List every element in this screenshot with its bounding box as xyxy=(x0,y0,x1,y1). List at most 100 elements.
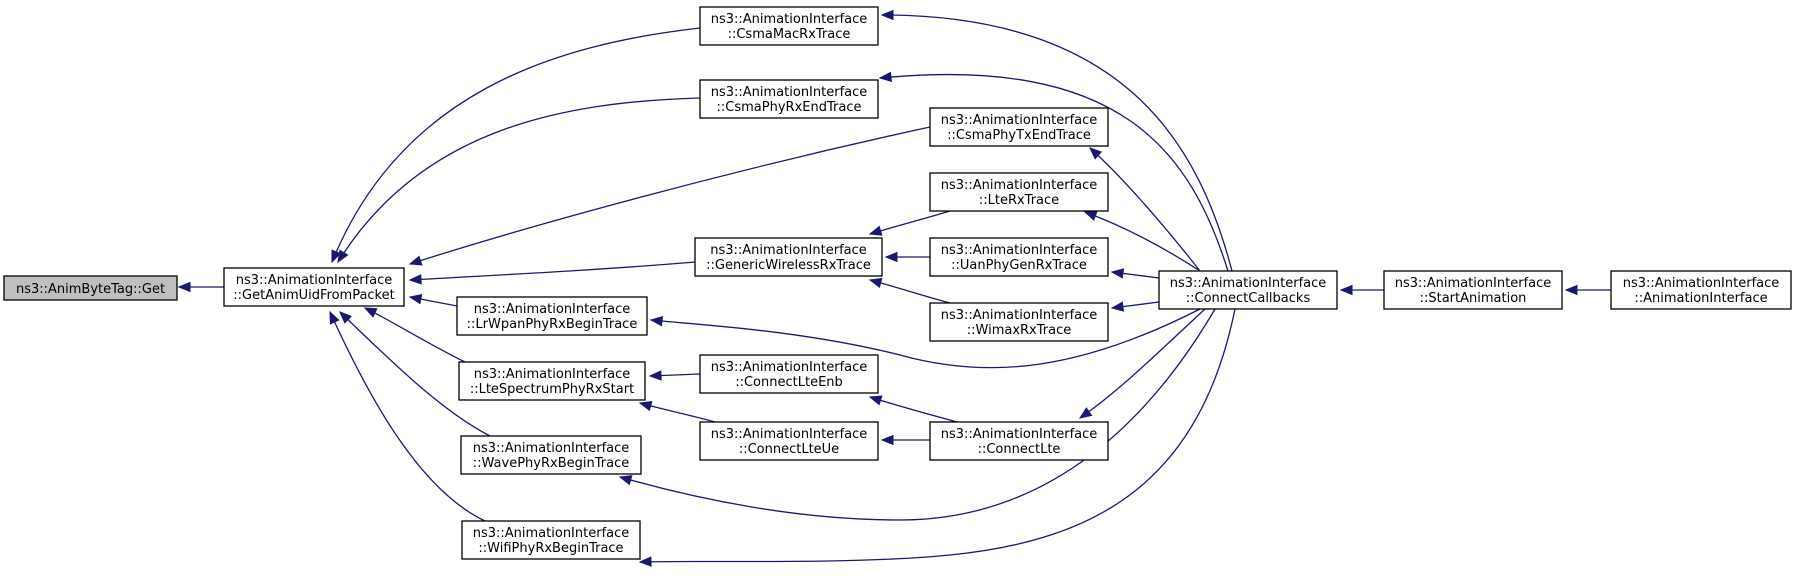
edge-line xyxy=(409,126,931,265)
edge-wavephy-to-getanimuid xyxy=(339,311,491,437)
edge-line xyxy=(639,308,1236,563)
node-box xyxy=(929,421,1109,461)
arrowhead-icon xyxy=(618,475,633,486)
edge-line xyxy=(329,311,486,522)
node-label-line2: ::ConnectCallbacks xyxy=(1186,291,1311,306)
edge-csmaphyrxend-to-getanimuid xyxy=(337,97,701,264)
edge-getanimuid-to-get xyxy=(177,281,224,293)
edge-line xyxy=(409,261,696,281)
arrowhead-icon xyxy=(329,310,340,325)
node-box xyxy=(1383,270,1563,310)
node-uanphy[interactable]: ns3::AnimationInterface::UanPhyGenRxTrac… xyxy=(929,237,1109,277)
node-label-line1: ns3::AnimationInterface xyxy=(941,308,1098,323)
edges-layer xyxy=(177,9,1611,567)
node-label-line1: ns3::AnimationInterface xyxy=(473,441,630,456)
node-startanimation[interactable]: ns3::AnimationInterface::StartAnimation xyxy=(1383,270,1563,310)
arrowhead-icon xyxy=(1339,284,1353,296)
node-box xyxy=(458,361,646,401)
edge-connectcallbacks-to-csmamacrx xyxy=(880,9,1233,272)
node-connectcallbacks[interactable]: ns3::AnimationInterface::ConnectCallback… xyxy=(1158,270,1338,310)
edge-csmaphytxend-to-getanimuid xyxy=(408,126,931,266)
node-label-line1: ns3::AnimationInterface xyxy=(941,243,1098,258)
node-wavephy[interactable]: ns3::AnimationInterface::WavePhyRxBeginT… xyxy=(460,435,642,475)
edge-line xyxy=(331,27,701,263)
node-label-line1: ns3::AnimationInterface xyxy=(711,85,868,100)
arrowhead-icon xyxy=(880,434,894,446)
edge-connectcallbacks-to-wifiphy xyxy=(638,308,1236,567)
node-csmaphytxend[interactable]: ns3::AnimationInterface::CsmaPhyTxEndTra… xyxy=(929,107,1109,147)
node-wimax[interactable]: ns3::AnimationInterface::WimaxRxTrace xyxy=(929,302,1109,342)
arrowhead-icon xyxy=(648,370,662,381)
arrowhead-icon xyxy=(339,311,352,324)
arrowhead-icon xyxy=(408,274,422,285)
node-box xyxy=(223,267,405,307)
node-label-line2: ::CsmaPhyRxEndTrace xyxy=(717,100,862,115)
node-label-line1: ns3::AnimationInterface xyxy=(941,178,1098,193)
edge-connectcallbacks-to-wimax xyxy=(1110,301,1160,312)
node-label-line2: ::WavePhyRxBeginTrace xyxy=(473,456,629,471)
node-box xyxy=(1610,270,1792,310)
node-label-line2: ::AnimationInterface xyxy=(1634,291,1767,306)
edge-line xyxy=(1089,147,1201,272)
node-label-line1: ns3::AnimationInterface xyxy=(941,427,1098,442)
edge-lrwpan-to-getanimuid xyxy=(408,294,458,307)
edge-line xyxy=(869,279,951,304)
arrowhead-icon xyxy=(880,9,894,21)
node-label-line1: ns3::AnimationInterface xyxy=(473,526,630,541)
nodes-layer: ns3::AnimByteTag::Getns3::AnimationInter… xyxy=(3,6,1792,560)
node-connectlteenb[interactable]: ns3::AnimationInterface::ConnectLteEnb xyxy=(699,354,879,394)
node-ltrx[interactable]: ns3::AnimationInterface::LteRxTrace xyxy=(929,172,1109,212)
node-label: ns3::AnimByteTag::Get xyxy=(16,282,165,297)
arrowhead-icon xyxy=(1083,211,1098,221)
node-label-line1: ns3::AnimationInterface xyxy=(474,367,631,382)
arrowhead-icon xyxy=(363,307,378,318)
edge-line xyxy=(619,308,1216,521)
edge-csmamacrx-to-getanimuid xyxy=(331,27,701,264)
edge-line xyxy=(650,308,1201,369)
node-get[interactable]: ns3::AnimByteTag::Get xyxy=(3,275,178,301)
node-csmamacrx[interactable]: ns3::AnimationInterface::CsmaMacRxTrace xyxy=(699,6,879,46)
node-connectlteue[interactable]: ns3::AnimationInterface::ConnectLteUe xyxy=(699,421,879,461)
node-label-line1: ns3::AnimationInterface xyxy=(710,243,867,258)
node-label-line2: ::CsmaPhyTxEndTrace xyxy=(947,128,1091,143)
edge-ltrx-to-genericwireless xyxy=(868,210,951,236)
node-label-line2: ::CsmaMacRxTrace xyxy=(728,27,851,42)
arrowhead-icon xyxy=(638,401,653,412)
edge-line xyxy=(337,97,701,263)
edge-connectcallbacks-to-csmaphyrxend xyxy=(878,71,1229,272)
node-ltespectrum[interactable]: ns3::AnimationInterface::LteSpectrumPhyR… xyxy=(458,361,646,401)
node-wifiphy[interactable]: ns3::AnimationInterface::WifiPhyRxBeginT… xyxy=(461,520,641,560)
arrowhead-icon xyxy=(331,249,342,264)
edge-line xyxy=(364,307,466,363)
node-lrwpan[interactable]: ns3::AnimationInterface::LrWpanPhyRxBegi… xyxy=(456,296,648,336)
node-box xyxy=(460,435,642,475)
node-label-line1: ns3::AnimationInterface xyxy=(236,273,393,288)
node-label-line2: ::WifiPhyRxBeginTrace xyxy=(478,541,623,556)
node-box xyxy=(3,275,178,301)
edge-line xyxy=(339,311,491,437)
node-genericwireless[interactable]: ns3::AnimationInterface::GenericWireless… xyxy=(694,237,883,277)
node-label-line1: ns3::AnimationInterface xyxy=(711,360,868,375)
arrowhead-icon xyxy=(1078,407,1093,419)
edge-animinterface-to-startanimation xyxy=(1564,284,1611,296)
node-label-line2: ::LteRxTrace xyxy=(979,193,1059,208)
edge-connectcallbacks-to-lrwpan xyxy=(649,308,1201,369)
edge-line xyxy=(869,396,958,423)
node-connectlte[interactable]: ns3::AnimationInterface::ConnectLte xyxy=(929,421,1109,461)
arrowhead-icon xyxy=(868,395,883,406)
edge-wifiphy-to-getanimuid xyxy=(329,310,486,522)
node-label-line1: ns3::AnimationInterface xyxy=(941,113,1098,128)
edge-startanimation-to-connectcallbacks xyxy=(1339,284,1384,296)
arrowhead-icon xyxy=(868,225,883,236)
arrowhead-icon xyxy=(177,281,191,293)
node-box xyxy=(456,296,648,336)
node-label-line2: ::ConnectLteUe xyxy=(739,442,839,457)
arrowhead-icon xyxy=(408,255,423,266)
node-animinterface[interactable]: ns3::AnimationInterface::AnimationInterf… xyxy=(1610,270,1792,310)
node-csmaphyrxend[interactable]: ns3::AnimationInterface::CsmaPhyRxEndTra… xyxy=(699,79,879,119)
edge-connectcallbacks-to-wavephy xyxy=(618,308,1216,521)
node-label-line2: ::ConnectLteEnb xyxy=(735,375,843,390)
arrowhead-icon xyxy=(884,251,898,263)
node-getanimuid[interactable]: ns3::AnimationInterface::GetAnimUidFromP… xyxy=(223,267,405,307)
edge-ltespectrum-to-getanimuid xyxy=(363,307,466,363)
